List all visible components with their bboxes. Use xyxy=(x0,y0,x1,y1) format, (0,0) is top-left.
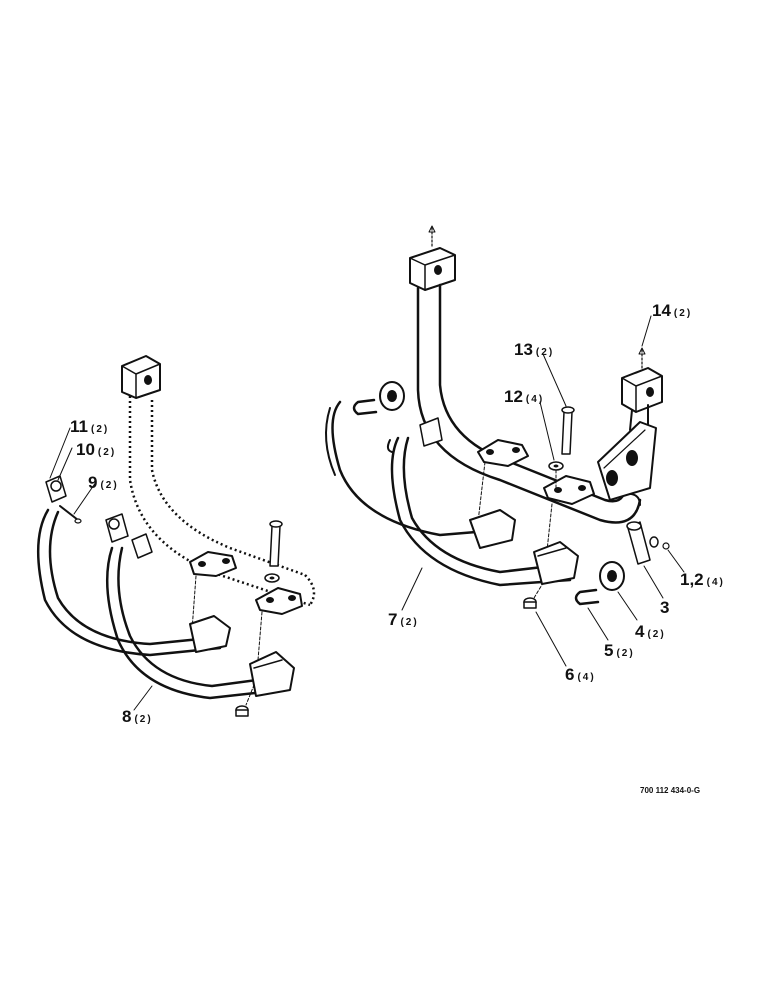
rubber-bumper-upper xyxy=(379,381,405,411)
mounting-block-left xyxy=(121,355,161,399)
callout-10: 10(2) xyxy=(76,440,116,459)
bracket-left-front xyxy=(105,513,153,559)
washer-left xyxy=(264,573,280,583)
bracket-left-rear xyxy=(45,475,67,503)
bolt xyxy=(561,406,575,455)
callout-4: 4(2) xyxy=(635,622,666,641)
callout-11: 11(2) xyxy=(70,417,109,436)
rubber-bumper xyxy=(599,561,625,591)
right-assembly xyxy=(325,225,670,609)
callout-13: 13(2) xyxy=(514,340,554,359)
washer xyxy=(548,461,564,471)
u-bolt xyxy=(574,588,600,606)
clamp-left-lower xyxy=(255,587,303,615)
callout-6: 6(4) xyxy=(565,665,596,684)
left-assembly xyxy=(37,355,316,717)
callout-8: 8(2) xyxy=(122,707,153,726)
lock-nut-left xyxy=(235,705,249,717)
callout-12: 12(4) xyxy=(504,387,544,406)
callout-9: 9(2) xyxy=(88,473,119,492)
tine-bracket xyxy=(419,417,443,447)
lock-nut xyxy=(523,597,537,609)
spring-tine-rear xyxy=(325,400,516,549)
bolt-left xyxy=(269,520,283,567)
clamp-upper-left xyxy=(477,439,529,467)
mounting-block-upper xyxy=(409,225,456,291)
spring-tine-left-front xyxy=(105,546,295,700)
spring-tine-front xyxy=(386,436,579,587)
callout-3: 3 xyxy=(660,598,669,617)
clamp-left-upper xyxy=(189,551,237,577)
drawing-number: 700 112 434-0-G xyxy=(640,786,700,795)
clamp-upper-right xyxy=(543,475,595,505)
hinge-plate xyxy=(597,421,657,501)
mounting-block-rear xyxy=(621,347,663,431)
callout-5: 5(2) xyxy=(604,641,635,660)
spring-tine-left-rear xyxy=(37,508,231,657)
pivot-pin xyxy=(626,521,670,565)
u-bolt-upper xyxy=(352,398,378,416)
small-bolt-left xyxy=(59,505,82,524)
callout-labels: 14(2) 13(2) 12(4) 1,2(4) 3 4(2) 5(2) 6(4… xyxy=(70,301,725,726)
callout-7: 7(2) xyxy=(388,610,419,629)
callout-1-2: 1,2(4) xyxy=(680,570,725,589)
callout-14: 14(2) xyxy=(652,301,692,320)
leader-lines xyxy=(49,315,685,711)
